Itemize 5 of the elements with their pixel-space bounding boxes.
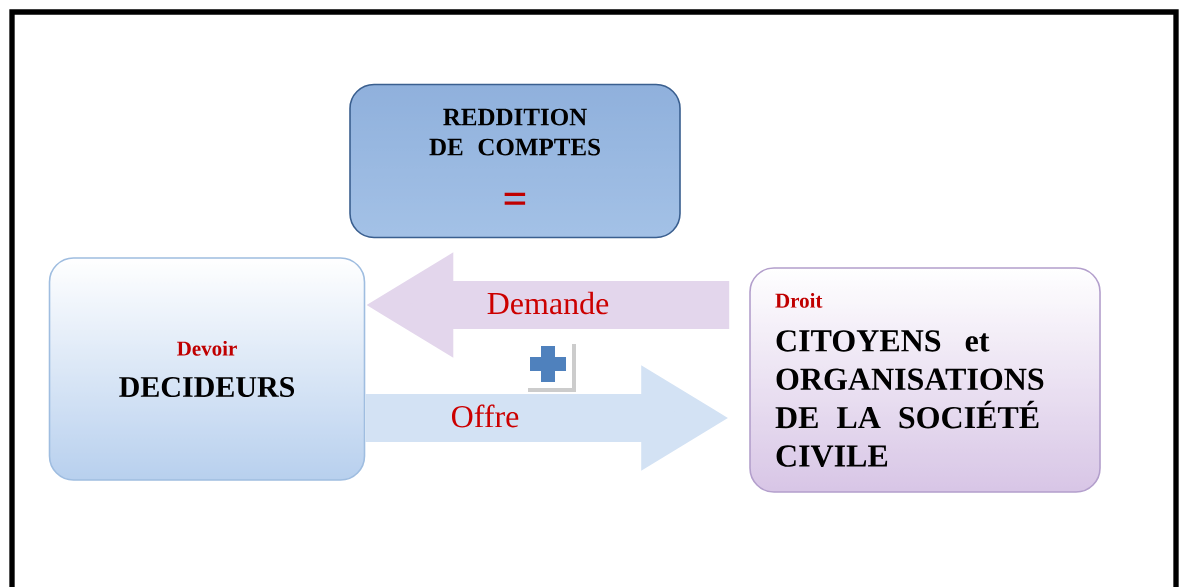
edge-label: Demande (487, 291, 609, 315)
edge-label: Offre (452, 404, 519, 428)
process-box: Devoir DECIDEURS (48, 257, 366, 481)
title-box: REDDITION DE COMPTES = (349, 83, 681, 239)
process-box: Droit CITOYENS et ORGANISATIONS DE LA SOCIÉTÉ CIVILE (749, 267, 1101, 493)
